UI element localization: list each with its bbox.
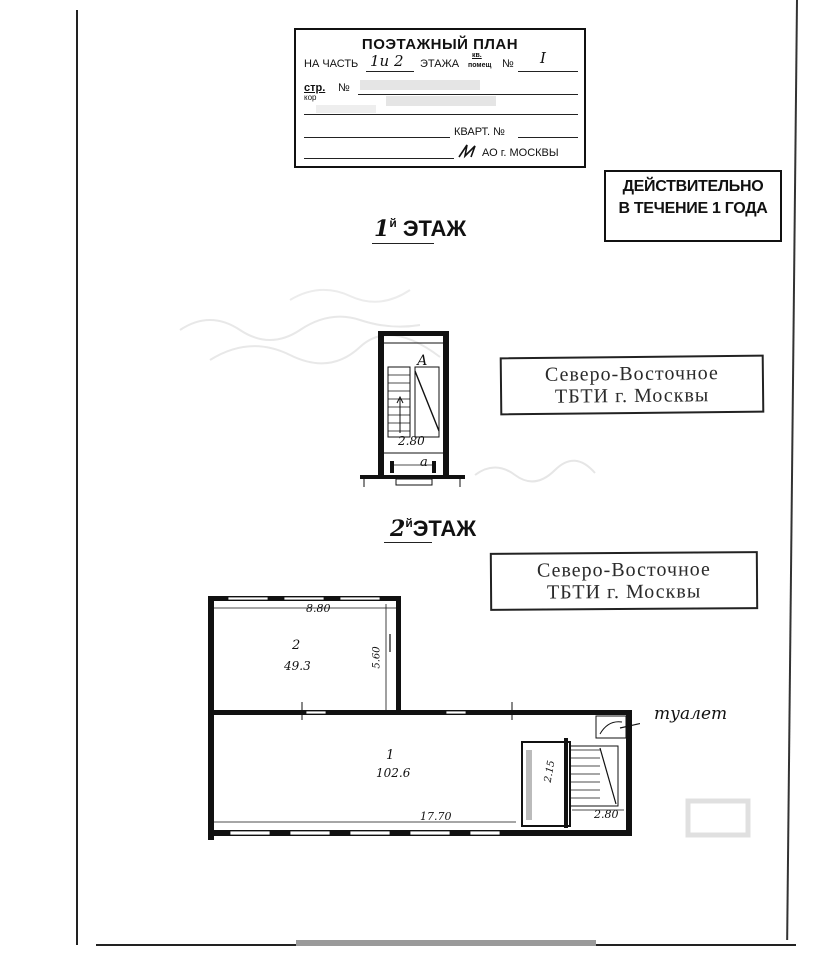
page-border-right (786, 0, 798, 940)
stamp-number-sign: № (502, 58, 514, 70)
floor-2-plan (208, 596, 640, 840)
stamp-building-label: стр. (304, 82, 326, 94)
floor-1-entrance-letter: а (420, 455, 428, 470)
stamp-org-name: АО г. МОСКВЫ (482, 147, 559, 159)
room-2-area: 49.3 (284, 659, 311, 673)
floor-1-stair-width: 2.80 (398, 434, 425, 448)
stamp-title: ПОЭТАЖНЫЙ ПЛАН (361, 36, 519, 53)
validity-line-2: В ТЕЧЕНИЕ 1 ГОДА (618, 200, 768, 217)
stamp-quarter-label: КВАРТ. № (454, 126, 505, 138)
floor-1-suffix: й (389, 216, 397, 230)
bti-stamp-1: Северо-Восточное ТБТИ г. Москвы (499, 354, 765, 416)
bti-stamp-1-line-2: ТБТИ г. Москвы (554, 384, 710, 408)
stamp-apt-top: кв. (472, 52, 482, 59)
stair-width: 2.80 (594, 808, 619, 821)
room-1-length: 17.70 (420, 810, 452, 823)
bleed-through-block (685, 798, 751, 838)
bti-stamp-1-line-1: Северо-Восточное (544, 362, 719, 386)
room-2-depth: 5.60 (371, 646, 383, 669)
floor-2-heading: 2йЭТАЖ (390, 516, 476, 542)
room-2-number: 2 (292, 638, 301, 653)
stamp-number-value: I (540, 49, 546, 67)
room-1-area: 102.6 (376, 766, 411, 780)
floor-1-staircase-plan (360, 331, 465, 487)
stamp-apt-bottom: помещ (468, 62, 492, 69)
toilet-label: туалет (654, 704, 728, 724)
validity-stamp: ДЕЙСТВИТЕЛЬНО В ТЕЧЕНИЕ 1 ГОДА (604, 170, 782, 242)
stamp-building-number-sign: № (338, 82, 350, 94)
floor-2-underline (384, 542, 432, 543)
stamp-floors-value: 1и 2 (370, 52, 404, 70)
validity-line-1: ДЕЙСТВИТЕЛЬНО (622, 178, 764, 195)
floor-2-suffix: й (405, 516, 413, 530)
bti-stamp-2-line-1: Северо-Восточное (536, 558, 711, 582)
stamp-floor-word: ЭТАЖА (420, 58, 460, 70)
bleed-through-scribble-2 (474, 459, 596, 483)
page-border-left (76, 10, 78, 945)
stamp-part-label: НА ЧАСТЬ (304, 58, 359, 70)
stamp-signature-mark (458, 144, 476, 159)
floor-2-number: 2 (390, 516, 406, 542)
room-2-width: 8.80 (306, 602, 331, 615)
floor-1-underline (372, 243, 434, 244)
floor-1-heading: 1й ЭТАЖ (374, 216, 466, 242)
floor-1-label: ЭТАЖ (402, 216, 467, 241)
floor-1-number: 1 (374, 216, 390, 242)
room-1-number: 1 (386, 748, 395, 763)
floor-2-label: ЭТАЖ (412, 516, 477, 541)
scan-smudge (296, 940, 596, 946)
stamp-building-sub: кор (304, 93, 317, 102)
floor-plan-stamp: ПОЭТАЖНЫЙ ПЛАН НА ЧАСТЬ 1и 2 ЭТАЖА кв. п… (294, 28, 586, 168)
floor-1-stair-letter: А (417, 353, 428, 369)
